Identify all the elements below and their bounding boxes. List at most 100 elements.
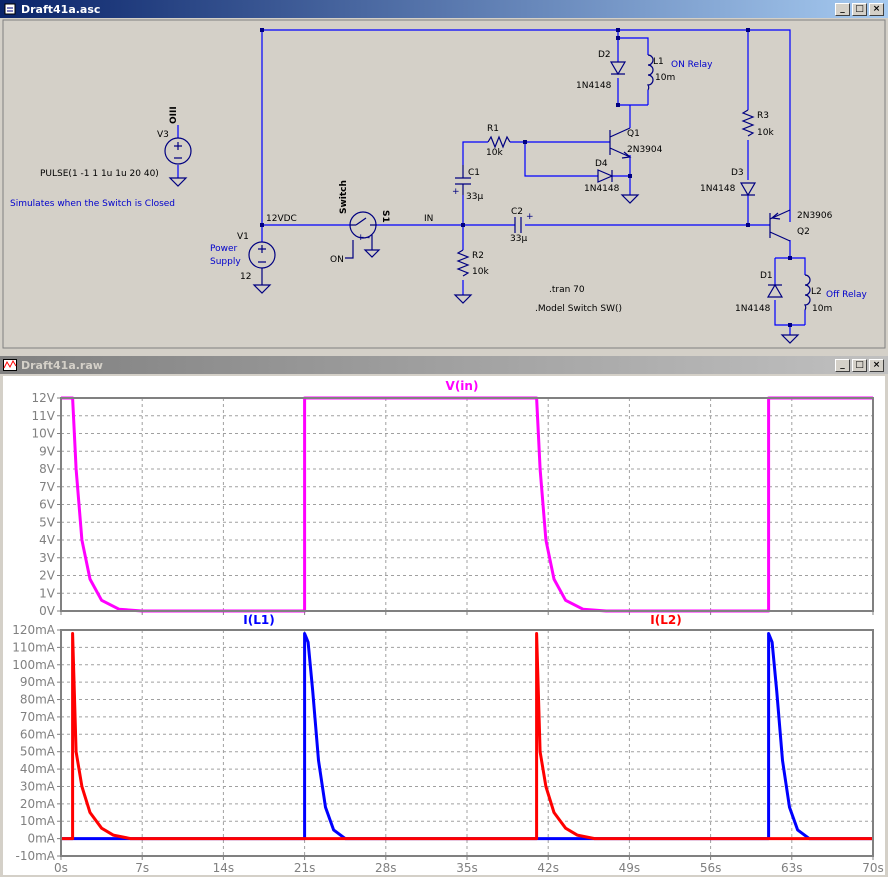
switch-label: Switch (339, 180, 349, 214)
plot1-y-tick-label: 4V (39, 533, 56, 547)
v3-value: OIII (169, 106, 179, 124)
close-button[interactable]: × (869, 2, 884, 16)
plot2-y-tick-label: 60mA (20, 727, 56, 741)
x-tick-label: 14s (213, 861, 235, 875)
plot1-y-tick-label: 10V (32, 427, 56, 441)
q2-model: 2N3906 (797, 211, 833, 221)
x-tick-label: 28s (375, 861, 397, 875)
plot2-y-tick-label: 120mA (12, 623, 56, 637)
power-label: Power (210, 244, 238, 254)
trace-label-vin[interactable]: V(in) (446, 379, 479, 393)
net-in: IN (424, 214, 433, 224)
pulse-label: PULSE(1 -1 1 1u 1u 20 40) (40, 169, 159, 179)
waveform-background (3, 376, 885, 875)
q1-model: 2N3904 (627, 145, 663, 155)
l1-value: 10m (655, 73, 675, 83)
v1-label: V1 (237, 232, 249, 242)
plot2-y-tick-label: 50mA (20, 745, 56, 759)
r2-label: R2 (472, 251, 484, 261)
v3-label: V3 (157, 130, 169, 140)
x-tick-label: 0s (54, 861, 68, 875)
plot1-y-tick-label: 0V (39, 604, 56, 618)
schematic-window-title: Draft41a.asc (21, 2, 101, 16)
plot1-frame (60, 397, 874, 612)
maximize-button[interactable]: □ (852, 2, 867, 16)
plot2-frame (60, 629, 874, 857)
plot1-y-tick-label: 7V (39, 480, 56, 494)
maximize-button[interactable]: □ (852, 358, 867, 372)
r3-label: R3 (757, 111, 769, 121)
minimize-button[interactable]: _ (835, 358, 850, 372)
s1-label: S1 (380, 210, 390, 223)
x-tick-label: 42s (537, 861, 559, 875)
schematic-doc-icon (2, 2, 18, 16)
plot2-traces (61, 632, 873, 841)
plot2-y-tick-label: 110mA (12, 640, 56, 654)
schematic-titlebar[interactable]: Draft41a.asc _ □ × (0, 0, 888, 18)
d4-model: 1N4148 (584, 184, 620, 194)
plot2-y-tick-label: -10mA (16, 849, 56, 863)
svg-text:+: + (452, 187, 460, 197)
trace-il2[interactable] (61, 632, 873, 841)
plot1-y-tick-label: 8V (39, 462, 56, 476)
d2-label: D2 (598, 50, 611, 60)
plot2-y-tick-label: 0mA (27, 832, 55, 846)
components (164, 54, 811, 344)
trace-label-il1[interactable]: I(L1) (243, 613, 274, 627)
c1-label: C1 (468, 168, 480, 178)
r1-value: 10k (486, 148, 503, 158)
svg-text:-: - (367, 233, 370, 243)
x-tick-label: 56s (700, 861, 722, 875)
plot2-y-axis: 120mA110mA100mA90mA80mA70mA60mA50mA40mA3… (12, 623, 56, 863)
d3-model: 1N4148 (700, 184, 736, 194)
waveform-titlebar[interactable]: Draft41a.raw _ □ × (0, 356, 888, 374)
c2-value: 33µ (510, 234, 527, 244)
off-relay-label: Off Relay (826, 290, 868, 300)
trace-label-il2[interactable]: I(L2) (650, 613, 681, 627)
schematic-window: Draft41a.asc _ □ × (0, 0, 888, 352)
r1-label: R1 (487, 124, 499, 134)
plot1-y-tick-label: 5V (39, 515, 56, 529)
v1-value: 12 (240, 272, 251, 282)
svg-text:+: + (526, 212, 534, 222)
plot1-y-tick-label: 2V (39, 569, 56, 583)
x-tick-label: 70s (862, 861, 884, 875)
minimize-button[interactable]: _ (835, 2, 850, 16)
plot2-y-tick-label: 10mA (20, 814, 56, 828)
svg-text:+: + (357, 233, 365, 243)
tran-directive: .tran 70 (549, 285, 585, 295)
x-tick-label: 63s (781, 861, 803, 875)
trace-il1[interactable] (61, 632, 873, 841)
x-tick-label: 49s (619, 861, 641, 875)
on-relay-label: ON Relay (671, 60, 713, 70)
schematic-labels: V3 OIII PULSE(1 -1 1 1u 1u 20 40) Simula… (10, 50, 868, 314)
schematic-canvas[interactable]: V3 OIII PULSE(1 -1 1 1u 1u 20 40) Simula… (0, 18, 888, 352)
c1-value: 33µ (466, 192, 483, 202)
close-button[interactable]: × (869, 358, 884, 372)
l2-value: 10m (812, 304, 832, 314)
x-tick-label: 35s (456, 861, 478, 875)
polarity-marks: + + + - (357, 187, 534, 243)
plot2-y-tick-label: 80mA (20, 693, 56, 707)
l2-label: L2 (811, 287, 822, 297)
r2-value: 10k (472, 267, 489, 277)
plot1-y-tick-label: 12V (32, 391, 56, 405)
plot1-y-tick-label: 9V (39, 444, 56, 458)
r3-value: 10k (757, 128, 774, 138)
q2-label: Q2 (797, 227, 810, 237)
plot2-y-tick-label: 40mA (20, 762, 56, 776)
x-tick-label: 7s (135, 861, 149, 875)
net-12vdc: 12VDC (266, 214, 297, 224)
plot1-y-tick-label: 6V (39, 498, 56, 512)
waveform-icon (2, 358, 18, 372)
d2-model: 1N4148 (576, 81, 612, 91)
d3-label: D3 (731, 168, 744, 178)
model-directive: .Model Switch SW() (535, 304, 622, 314)
waveform-window-title: Draft41a.raw (21, 358, 103, 372)
plot2-y-tick-label: 100mA (12, 658, 56, 672)
l1-label: L1 (653, 57, 664, 67)
